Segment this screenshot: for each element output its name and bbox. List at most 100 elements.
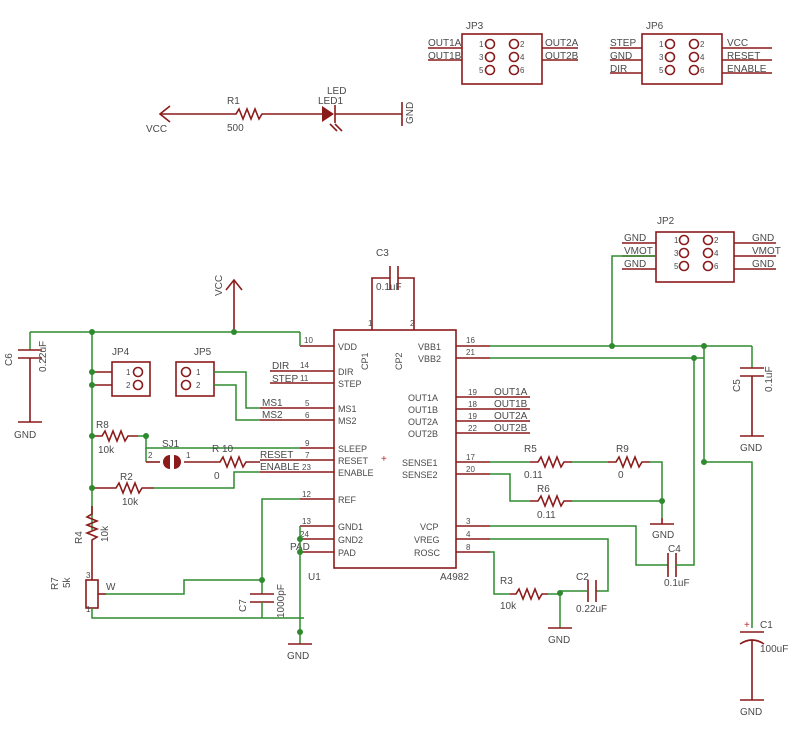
r7-value: 5k [62, 576, 73, 588]
u1-out2a: OUT2A [408, 417, 438, 427]
jp2-pin1: 1 [674, 236, 679, 245]
jp3-pin6: 6 [520, 66, 525, 75]
u1-plus: + [381, 454, 387, 465]
jp2-vmot2: VMOT [752, 246, 781, 257]
c6-value: 0.22uF [38, 341, 49, 372]
u1-cp2: CP2 [394, 352, 404, 370]
jp2-pin3: 3 [674, 249, 679, 258]
vcc-arrow-left [158, 105, 226, 123]
gnd-label-u1: GND [287, 651, 309, 662]
u1-ms1: MS1 [338, 404, 357, 414]
r7-pin1: 1 [86, 605, 91, 614]
jp6-pin3: 3 [659, 53, 664, 62]
r1-ref: R1 [227, 96, 240, 107]
u1-n7: 7 [305, 451, 310, 460]
u1-out2b: OUT2B [408, 429, 438, 439]
u1-n21: 21 [466, 348, 475, 357]
net-ms2: MS2 [262, 410, 283, 421]
jp6-pin1: 1 [659, 40, 664, 49]
jp2-gnd1: GND [624, 233, 646, 244]
u1-n8: 8 [466, 543, 471, 552]
jp3-pin1: 1 [479, 40, 484, 49]
u1-n20: 20 [466, 465, 475, 474]
gnd-label-sense: GND [652, 530, 674, 541]
u1-pin1: 1 [368, 319, 373, 328]
u1-vcp: VCP [420, 522, 439, 532]
jp6-pin5: 5 [659, 66, 664, 75]
jp3-out2b: OUT2B [545, 51, 579, 62]
jp3-pin5: 5 [479, 66, 484, 75]
u1-vbb1: VBB1 [418, 342, 441, 352]
r3-ref: R3 [500, 576, 513, 587]
u1-n24: 24 [300, 530, 309, 539]
u1-chip [333, 329, 457, 569]
u1-n14: 14 [300, 361, 309, 370]
gnd-label-c5: GND [740, 443, 762, 454]
c1-ref: C1 [760, 620, 773, 631]
gnd-label-r3: GND [548, 635, 570, 646]
jp6-ref: JP6 [646, 21, 664, 32]
c4-value: 0.1uF [664, 578, 690, 589]
c5-ref: C5 [732, 379, 743, 392]
vcc-label-mid: VCC [214, 275, 225, 296]
u1-n12: 12 [302, 490, 311, 499]
jp3-pin3: 3 [479, 53, 484, 62]
jp6-vcc: VCC [727, 38, 748, 49]
u1-n5: 5 [305, 399, 310, 408]
u1-n22: 22 [468, 424, 477, 433]
u1-ref-pin: REF [338, 495, 357, 505]
sj1-pin1: 1 [186, 451, 191, 460]
net-dir: DIR [272, 361, 289, 372]
jp6-reset: RESET [727, 51, 760, 62]
led1-diode [322, 105, 343, 132]
net-ms1: MS1 [262, 398, 283, 409]
u1-out1b: OUT1B [408, 405, 438, 415]
net-out2a: OUT2A [494, 411, 528, 422]
sj1-ref: SJ1 [162, 439, 180, 450]
jp2-gnd3: GND [752, 233, 774, 244]
u1-pin2: 2 [410, 319, 415, 328]
jp2-gnd4: GND [752, 259, 774, 270]
u1-part: A4982 [440, 572, 469, 583]
u1-n19a: 19 [468, 388, 477, 397]
u1-vdd: VDD [338, 342, 358, 352]
u1-cp1: CP1 [360, 352, 370, 370]
u1-n18: 18 [468, 400, 477, 409]
vcc-label-top: VCC [146, 124, 167, 135]
sj1-pin2: 2 [148, 451, 153, 460]
u1-n19b: 19 [468, 412, 477, 421]
u1-n4: 4 [466, 530, 471, 539]
r5-value: 0.11 [524, 470, 543, 481]
c7-ref: C7 [238, 599, 249, 612]
u1-vbb2: VBB2 [418, 354, 441, 364]
r10-ref: R 10 [212, 444, 234, 455]
u1-gnd1: GND1 [338, 522, 363, 532]
jp2-ref: JP2 [657, 216, 675, 227]
u1-dir: DIR [338, 367, 354, 377]
jp5-ref: JP5 [194, 347, 212, 358]
u1-sense2: SENSE2 [402, 470, 438, 480]
r4-value: 10k [100, 525, 111, 542]
u1-n11: 11 [300, 374, 309, 383]
jp2-pin5: 5 [674, 262, 679, 271]
r5-ref: R5 [524, 444, 537, 455]
r2-value: 10k [122, 497, 139, 508]
jp5-pin1: 1 [196, 368, 201, 377]
r2-ref: R2 [120, 472, 133, 483]
jp2-vmot1: VMOT [624, 246, 653, 257]
c2-value: 0.22uF [576, 604, 607, 615]
led-name: LED [327, 86, 346, 97]
jp3-pin4: 4 [520, 53, 525, 62]
u1-vreg: VREG [414, 535, 440, 545]
jp6-gnd: GND [610, 51, 632, 62]
u1-n16: 16 [466, 336, 475, 345]
vcc-arrow-up [225, 278, 243, 332]
jp2-pin4: 4 [714, 249, 719, 258]
led-ref: LED1 [318, 96, 343, 107]
u1-enable: ENABLE [338, 468, 374, 478]
c3-ref: C3 [376, 248, 389, 259]
jp6-pin2: 2 [700, 40, 705, 49]
jp3-pin2: 2 [520, 40, 525, 49]
